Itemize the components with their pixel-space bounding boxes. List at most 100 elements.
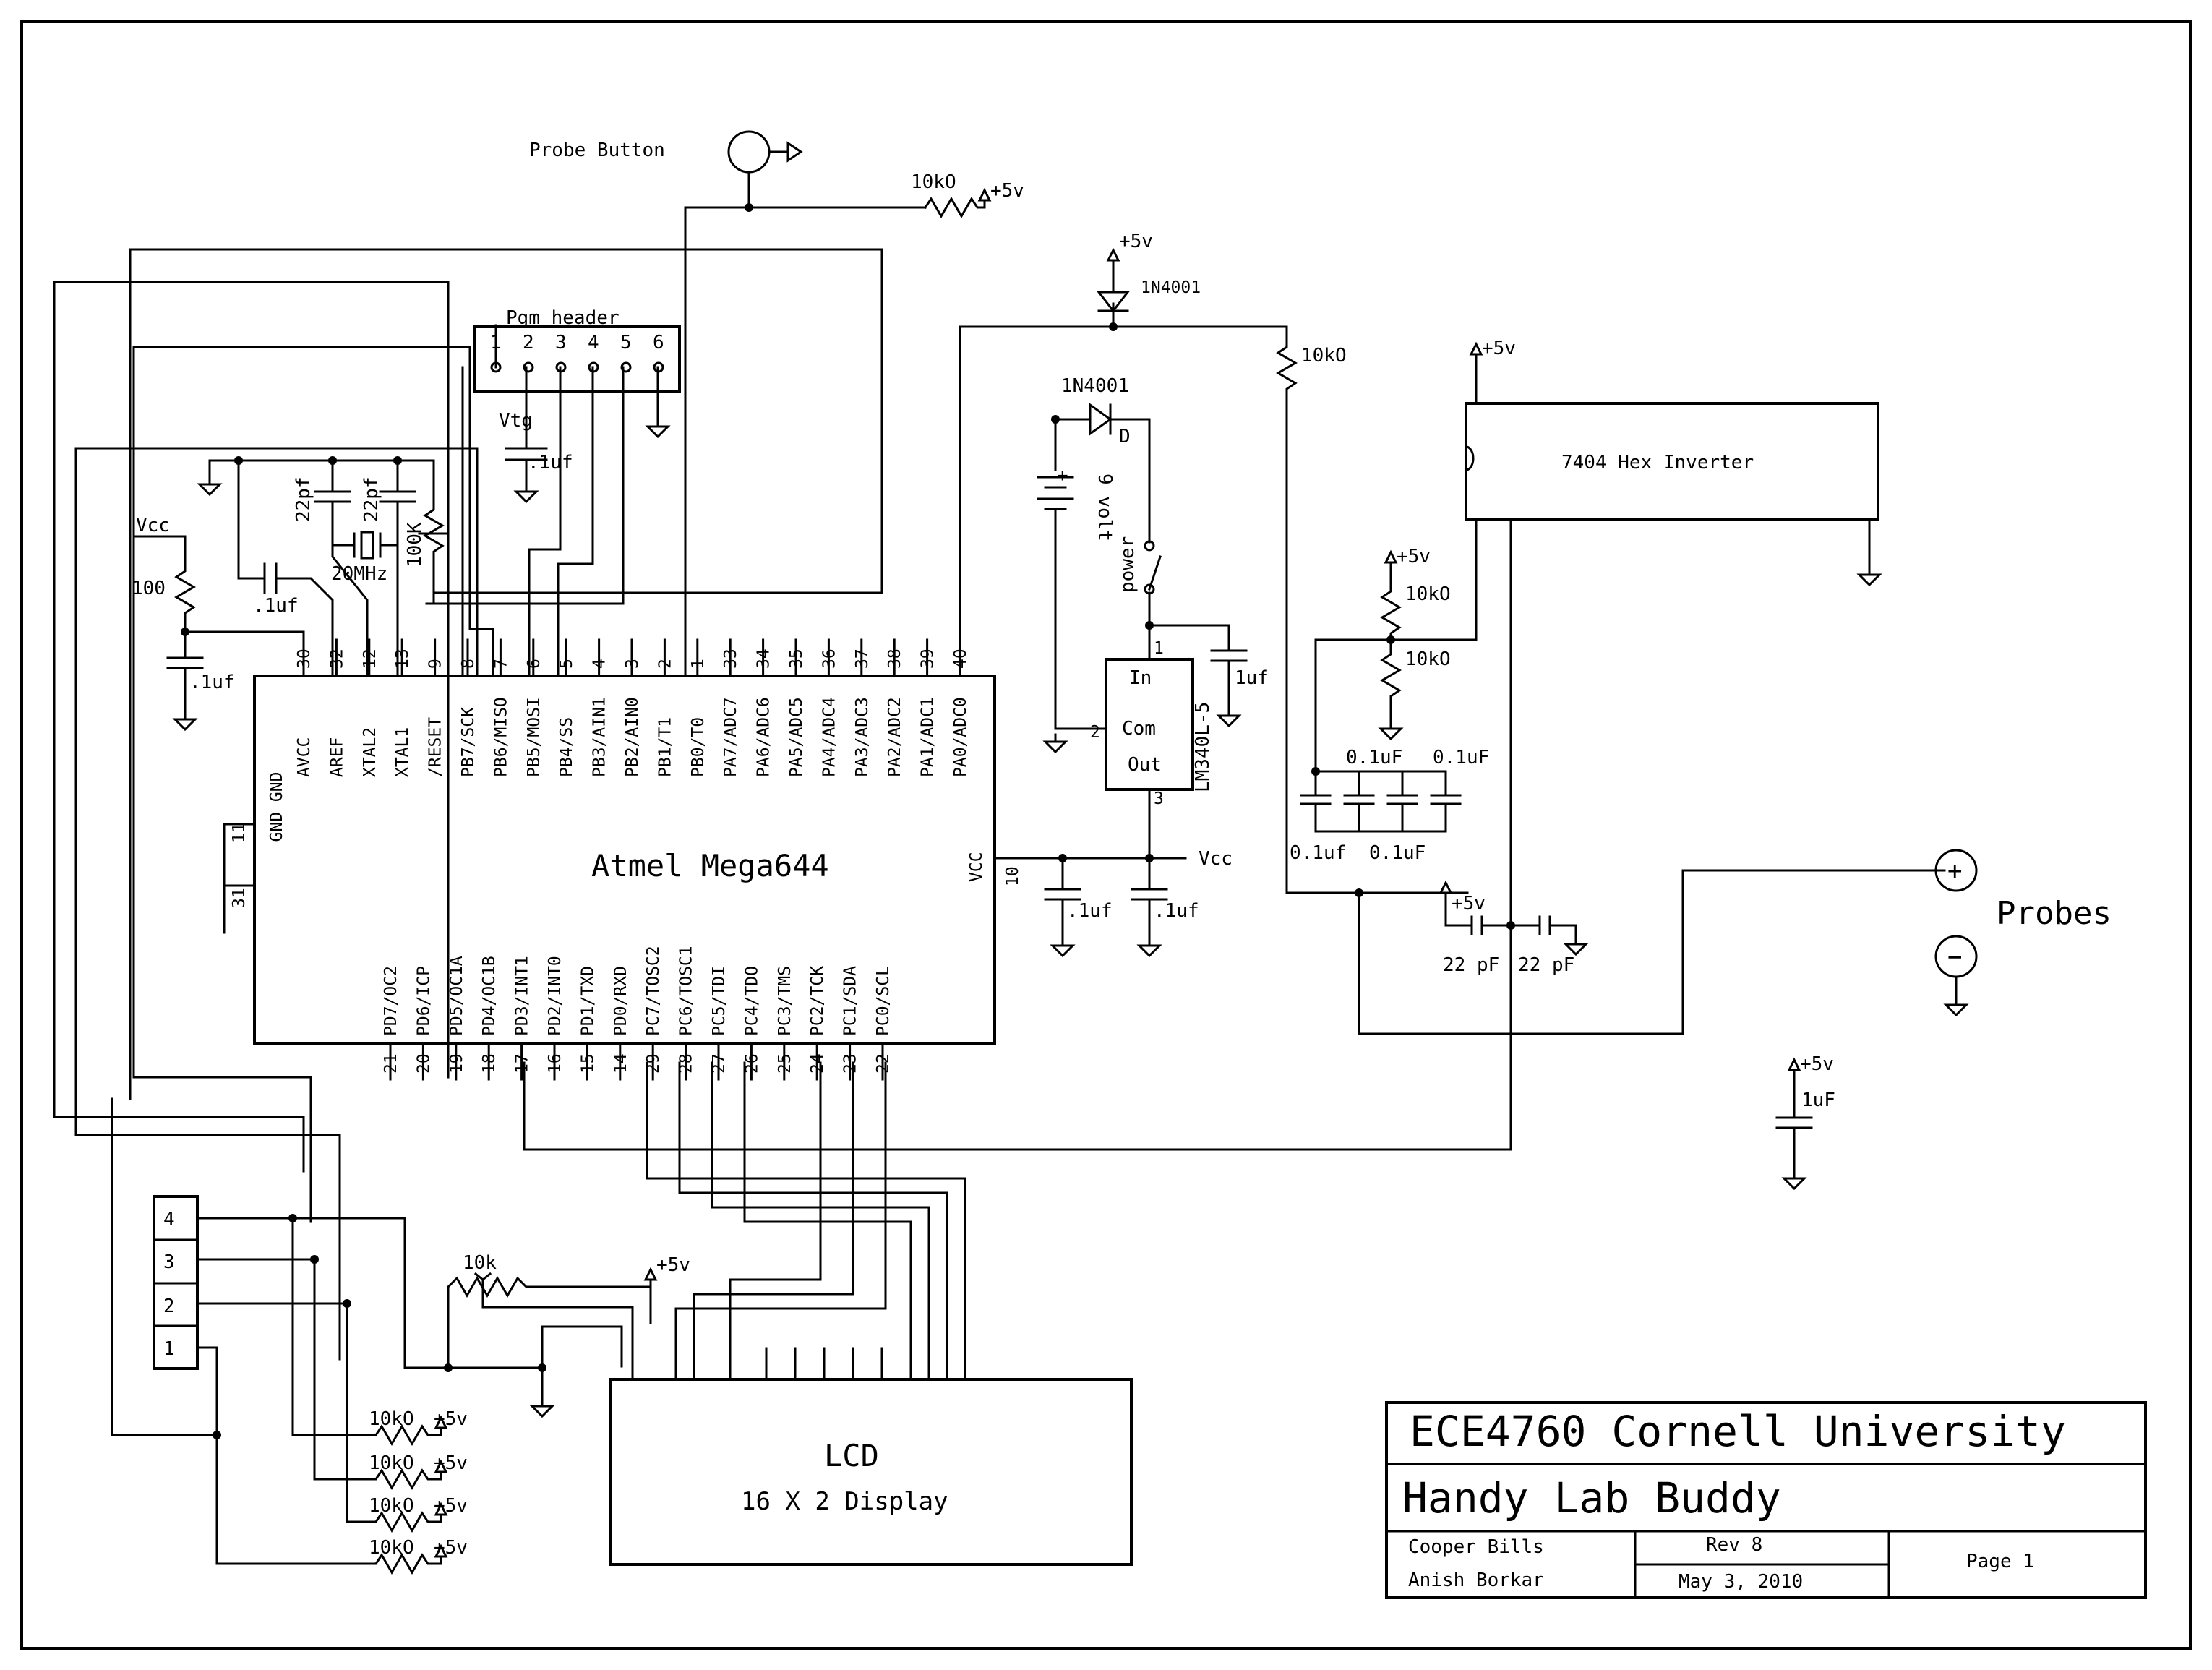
crystal-r100-label: 100 (132, 578, 166, 599)
lcd-pot-label: 10k (463, 1252, 497, 1274)
title-author2: Anish Borkar (1408, 1570, 1544, 1591)
title-block-frame (1385, 1401, 2147, 1599)
title-author1: Cooper Bills (1408, 1536, 1544, 1558)
inverter-r-supply: +5v (1397, 546, 1431, 568)
mcu-top-pin-num: 3 (623, 659, 642, 669)
mcu-vcc-num: 10 (1003, 866, 1022, 886)
mcu-top-pin-num: 35 (787, 648, 806, 669)
spi-wiring: +5v 1N4001 10kO (53, 231, 1360, 1361)
mcu-top-pin-num: 33 (721, 648, 740, 669)
sheet-border (20, 20, 2192, 1650)
title-project: Handy Lab Buddy (1402, 1473, 1781, 1523)
pgm-pin-num: 3 (555, 332, 567, 354)
inverter-cap-top-2: 0.1uF (1433, 747, 1489, 768)
probe-button-jack (727, 130, 771, 174)
mcu-bottom-pin-num: 16 (546, 1053, 565, 1074)
pgm-pin-num: 6 (653, 332, 664, 354)
mcu-bottom-pin-num: 23 (841, 1053, 860, 1074)
crystal-c22a-label: 22pf (293, 476, 314, 522)
pgm-vtg-label: Vtg (499, 410, 533, 432)
hex-inverter-7404[interactable]: 7404 Hex Inverter +5v +5v 10kO 10kO 0.1u… (523, 338, 1946, 1151)
pgm-pin[interactable] (523, 361, 534, 373)
pullup-supply: +5v (434, 1537, 468, 1559)
bypass-cap-label: 1uF (1801, 1089, 1835, 1111)
inverter-r-bot: 10kO (1405, 648, 1451, 670)
mcu-bottom-pin-num: 22 (874, 1053, 893, 1074)
mcu-bottom-pin-num: 18 (480, 1053, 499, 1074)
power-reg-cap: 1uf (1235, 667, 1269, 689)
pullup-supply: +5v (434, 1408, 468, 1430)
crystal-c-aref-label: .1uf (253, 595, 299, 617)
probes-label: Probes (1997, 895, 2112, 932)
mcu-top-pin-name: /RESET (426, 717, 445, 777)
mcu-bottom-pin-name: PD6/ICP (414, 966, 433, 1036)
pgm-pin-num: 4 (588, 332, 599, 354)
mcu-top-pin-name: PB5/MOSI (525, 697, 544, 777)
mcu-top-pin-num: 39 (919, 648, 938, 669)
mcu-bottom-pin-name: PD5/OC1A (447, 956, 466, 1036)
power-regulator[interactable]: 1N4001 D + 9 volt power 1uf In Com Out L… (993, 375, 1269, 957)
power-switch-top[interactable] (1144, 540, 1155, 552)
pgm-pin[interactable] (620, 361, 632, 373)
mcu-top-pin-name: PA7/ADC7 (721, 697, 740, 777)
mcu-top-pin-name: PA5/ADC5 (787, 697, 806, 777)
mcu-bottom-pin-name: PC3/TMS (776, 966, 794, 1036)
mcu-top-pin-num: 1 (689, 659, 708, 669)
mcu-bottom-pin-name: PD7/OC2 (382, 966, 400, 1036)
mcu-bottom-pins: 21PD7/OC220PD6/ICP19PD5/OC1A18PD4/OC1B17… (382, 946, 893, 1081)
power-battery-plus: + (1057, 465, 1068, 487)
power-reg-out: Out (1128, 754, 1162, 776)
inverter-cap-bot-1: 0.1uf (1290, 842, 1346, 864)
mcu-top-pin-name: PA3/ADC3 (853, 697, 872, 777)
probe-button[interactable]: Probe Button 10kO +5v (529, 130, 1024, 677)
inverter-r-top: 10kO (1405, 583, 1451, 605)
mcu-bottom-pin-name: PC0/SCL (874, 966, 893, 1036)
mcu-bottom-pin-num: 26 (742, 1053, 761, 1074)
inverter-cap-top-1: 0.1uF (1346, 747, 1402, 768)
mcu-gnd-pin-11: 11 (230, 823, 249, 843)
mcu-top-pin-name: PA0/ADC0 (951, 697, 970, 777)
mcu-name: Atmel Mega644 (591, 848, 829, 883)
button-connector-label: 3 (163, 1251, 175, 1273)
mcu-bottom-pin-name: PC2/TCK (808, 966, 827, 1036)
mcu-top-pin-num: 7 (492, 659, 510, 669)
mcu-top-pin-num: 4 (591, 659, 609, 669)
mcu-top-pin-name: PB4/SS (557, 717, 576, 777)
lcd-supply: +5v (656, 1254, 690, 1276)
mcu-top-pins: 30AVCC32AREF12XTAL213XTAL19/RESET8PB7/SC… (295, 638, 970, 777)
pullup-resistor (360, 1424, 442, 1446)
mcu-top-pin-name: PB1/T1 (656, 717, 674, 777)
crystal-circuit: 22pf 22pf 20MHz 100K .1uf Vcc 100 .1uf (132, 366, 625, 731)
mcu-bottom-pin-name: PC5/TDI (710, 966, 729, 1036)
probe-pullup-resistor (923, 197, 986, 218)
power-diode-letter: D (1119, 426, 1131, 448)
power-out-cap1: .1uf (1067, 900, 1113, 922)
power-vcc-label: Vcc (1199, 848, 1233, 870)
probes[interactable]: + − Probes (1934, 849, 2112, 1016)
mcu-bottom-pin-num: 17 (513, 1053, 532, 1074)
power-reg-name: LM340L-5 (1192, 702, 1214, 792)
mcu-top-pin-num: 38 (886, 648, 904, 669)
lcd-subtitle: 16 X 2 Display (741, 1487, 948, 1516)
mcu-bottom-pin-name: PC1/SDA (841, 966, 860, 1036)
power-reg-in: In (1129, 667, 1152, 689)
probe-plus-terminal[interactable] (1934, 849, 1978, 892)
mcu-top-pin-num: 2 (656, 659, 674, 669)
mcu-top-pin-num: 9 (426, 659, 445, 669)
mcu-top-pin-num: 12 (361, 648, 380, 669)
mcu-bottom-pin-num: 14 (612, 1053, 630, 1074)
pullup-resistor (360, 1468, 442, 1490)
inverter-osc-supply: +5v (1452, 893, 1486, 915)
lcd-display[interactable]: LCD 16 X 2 Display 10k +5v (444, 1061, 1133, 1566)
power-reg-pin3: 3 (1154, 789, 1164, 808)
mcu-top-pin-num: 32 (327, 648, 346, 669)
power-switch-label: power (1117, 536, 1139, 593)
pullup-supply: +5v (434, 1495, 468, 1517)
button-connector-label: 4 (163, 1209, 175, 1230)
mcu-atmel-mega644[interactable]: Atmel Mega644 30AVCC32AREF12XTAL213XTAL1… (223, 638, 1022, 1081)
mcu-bottom-pin-num: 19 (447, 1053, 466, 1074)
mcu-bottom-pin-name: PD0/RXD (612, 966, 630, 1036)
